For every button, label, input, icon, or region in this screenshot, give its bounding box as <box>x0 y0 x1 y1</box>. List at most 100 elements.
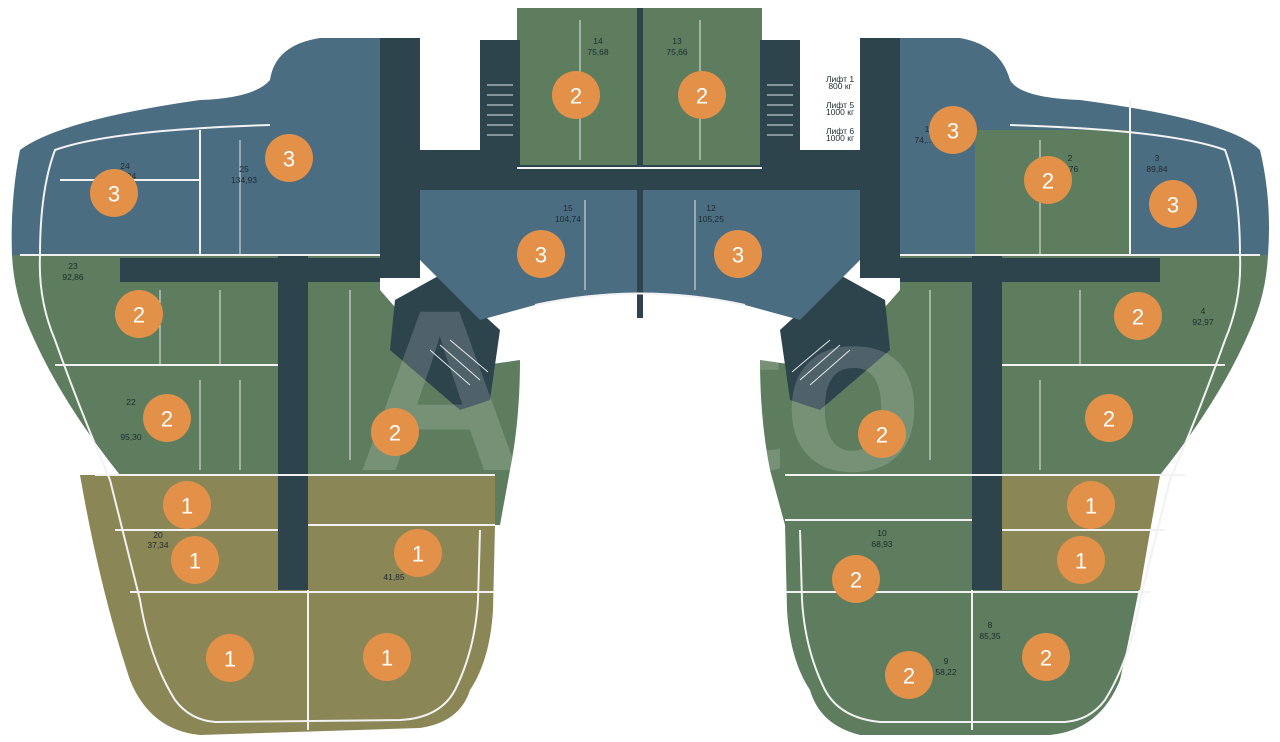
badge-room-count: 2 <box>570 84 582 109</box>
apt-label-area: 92,86 <box>62 272 84 282</box>
room-count-badge[interactable]: 1 <box>1057 536 1105 584</box>
badge-room-count: 2 <box>1040 646 1052 671</box>
apt-label-area: 85,35 <box>979 631 1001 641</box>
apt-label-num: 12 <box>706 203 716 213</box>
corridor-left-horizontal <box>120 258 380 282</box>
badge-room-count: 3 <box>283 147 295 172</box>
room-count-badge[interactable]: 3 <box>265 134 313 182</box>
room-count-badge[interactable]: 1 <box>206 634 254 682</box>
badge-circle[interactable] <box>517 230 565 278</box>
badge-circle[interactable] <box>714 230 762 278</box>
apt-label-num: 10 <box>877 528 887 538</box>
badge-circle[interactable] <box>171 536 219 584</box>
badge-room-count: 1 <box>1085 494 1097 519</box>
room-count-badge[interactable]: 2 <box>371 408 419 456</box>
badge-room-count: 3 <box>535 243 547 268</box>
badge-circle[interactable] <box>206 634 254 682</box>
watermark: Avito <box>357 262 923 519</box>
badge-circle[interactable] <box>1057 536 1105 584</box>
apt-label-area: 58,22 <box>935 667 957 677</box>
apt-label-area: 41,85 <box>383 572 405 582</box>
badge-circle[interactable] <box>1022 633 1070 681</box>
apt-label-num: 20 <box>153 530 163 540</box>
badge-circle[interactable] <box>371 408 419 456</box>
apt-label-area: 105,25 <box>698 214 724 224</box>
apt-label-area: 89,84 <box>1146 164 1168 174</box>
room-count-badge[interactable]: 2 <box>1024 156 1072 204</box>
room-count-badge[interactable]: 3 <box>517 230 565 278</box>
room-count-badge[interactable]: 2 <box>1085 394 1133 442</box>
badge-circle[interactable] <box>90 169 138 217</box>
room-count-badge[interactable]: 2 <box>885 651 933 699</box>
apt-label-num: 13 <box>672 36 682 46</box>
badge-circle[interactable] <box>143 394 191 442</box>
corridor-left-vertical <box>278 255 308 590</box>
badge-room-count: 1 <box>189 549 201 574</box>
apt-label-area: 75,66 <box>666 47 688 57</box>
badge-room-count: 3 <box>1167 193 1179 218</box>
badge-circle[interactable] <box>394 529 442 577</box>
apt-label-num: 8 <box>988 620 993 630</box>
room-count-badge[interactable]: 1 <box>163 481 211 529</box>
badge-circle[interactable] <box>265 134 313 182</box>
badge-room-count: 2 <box>876 423 888 448</box>
room-count-badge[interactable]: 1 <box>363 633 411 681</box>
room-count-badge[interactable]: 2 <box>678 71 726 119</box>
badge-circle[interactable] <box>163 481 211 529</box>
room-count-badge[interactable]: 1 <box>171 536 219 584</box>
apt-label-area: 75,68 <box>587 47 609 57</box>
badge-circle[interactable] <box>678 71 726 119</box>
badge-circle[interactable] <box>885 651 933 699</box>
apt-label-num: 25 <box>239 164 249 174</box>
badge-circle[interactable] <box>1024 156 1072 204</box>
badge-room-count: 2 <box>696 84 708 109</box>
room-count-badge[interactable]: 2 <box>1114 292 1162 340</box>
room-count-badge[interactable]: 1 <box>1067 481 1115 529</box>
badge-circle[interactable] <box>115 290 163 338</box>
badge-circle[interactable] <box>832 555 880 603</box>
badge-room-count: 2 <box>1103 407 1115 432</box>
badge-room-count: 3 <box>947 119 959 144</box>
badge-room-count: 3 <box>108 182 120 207</box>
room-count-badge[interactable]: 2 <box>1022 633 1070 681</box>
badge-room-count: 2 <box>903 664 915 689</box>
room-count-badge[interactable]: 3 <box>1149 180 1197 228</box>
badge-room-count: 2 <box>1132 305 1144 330</box>
apt-label-num: 1 <box>925 124 930 134</box>
room-count-badge[interactable]: 3 <box>714 230 762 278</box>
corridor-right-horizontal <box>900 258 1160 282</box>
apt-label-area: 74,... <box>915 135 934 145</box>
apt-label-area: 37,34 <box>147 540 169 550</box>
room-count-badge[interactable]: 3 <box>929 106 977 154</box>
badge-room-count: 2 <box>850 568 862 593</box>
badge-circle[interactable] <box>858 410 906 458</box>
center-divider <box>637 8 643 318</box>
room-count-badge[interactable]: 1 <box>394 529 442 577</box>
badge-circle[interactable] <box>1114 292 1162 340</box>
badge-circle[interactable] <box>929 106 977 154</box>
apt-label-area: ...76 <box>1062 164 1079 174</box>
apt-label-num: 22 <box>126 397 136 407</box>
badge-circle[interactable] <box>552 71 600 119</box>
badge-circle[interactable] <box>1149 180 1197 228</box>
apt-label-num: 3 <box>1155 153 1160 163</box>
badge-circle[interactable] <box>1085 394 1133 442</box>
badge-room-count: 1 <box>381 646 393 671</box>
room-count-badge[interactable]: 2 <box>115 290 163 338</box>
room-count-badge[interactable]: 2 <box>858 410 906 458</box>
room-count-badge[interactable]: 3 <box>90 169 138 217</box>
badge-circle[interactable] <box>1067 481 1115 529</box>
right-wing <box>760 38 1269 735</box>
badge-room-count: 2 <box>1042 169 1054 194</box>
badge-circle[interactable] <box>363 633 411 681</box>
room-count-badge[interactable]: 2 <box>552 71 600 119</box>
room-count-badge[interactable]: 2 <box>832 555 880 603</box>
apt-label-num: 24 <box>120 161 130 171</box>
apt-label-num: 9 <box>944 656 949 666</box>
room-count-badge[interactable]: 2 <box>143 394 191 442</box>
